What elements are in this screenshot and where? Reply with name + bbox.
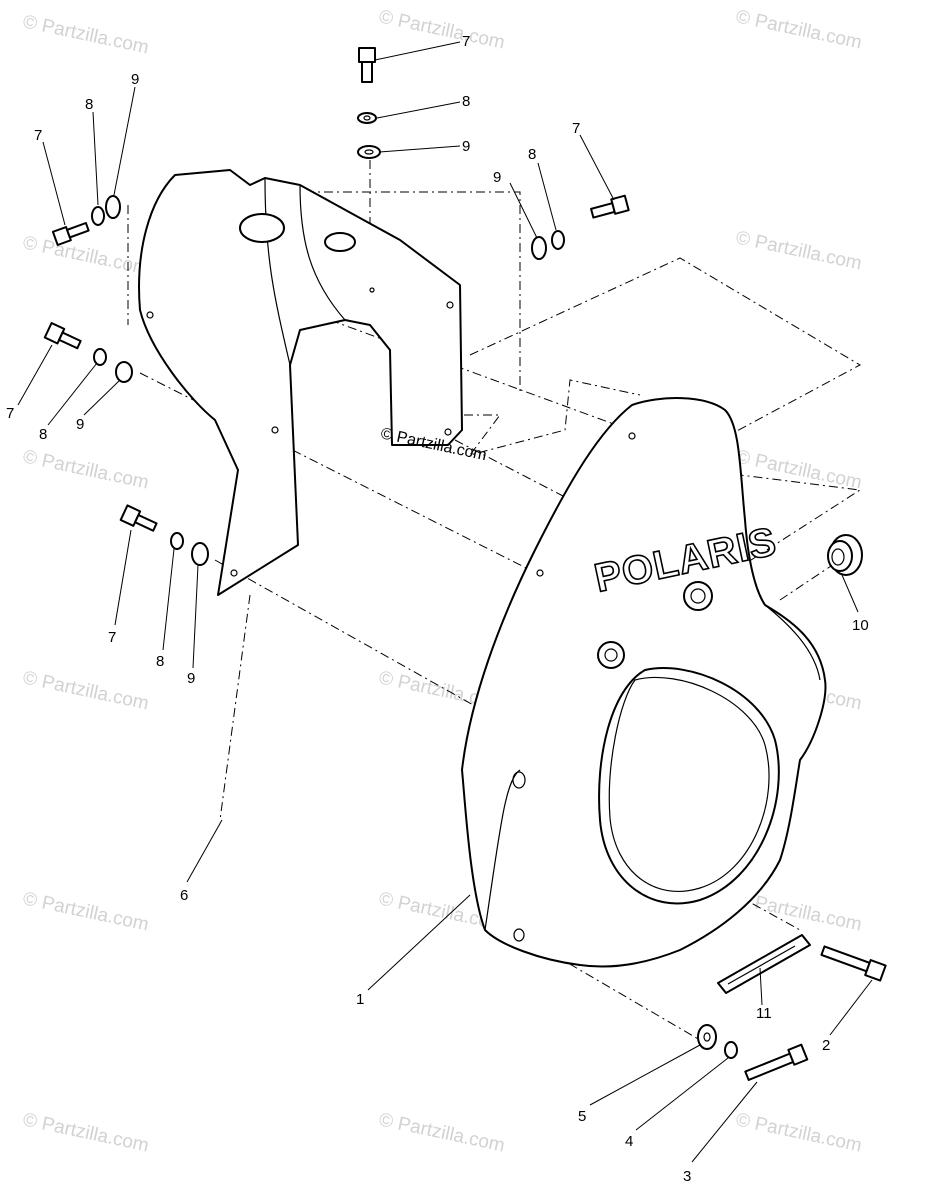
callout-7: 7 bbox=[462, 33, 470, 50]
callout-7: 7 bbox=[34, 127, 42, 144]
assembly-line bbox=[214, 559, 501, 721]
blower-housing: POLARIS bbox=[461, 397, 827, 968]
watermark: © Partzilla.com bbox=[734, 446, 864, 493]
callout-11: 11 bbox=[756, 1005, 772, 1022]
watermark: © Partzilla.com bbox=[21, 446, 151, 493]
callout-9: 9 bbox=[131, 71, 139, 88]
watermark: © Partzilla.com bbox=[734, 6, 864, 53]
callout-6: 6 bbox=[180, 887, 188, 904]
grommet-10 bbox=[827, 534, 863, 576]
assembly-line bbox=[219, 594, 251, 821]
watermark: © Partzilla.com bbox=[21, 888, 151, 935]
callout-8: 8 bbox=[156, 653, 164, 670]
assembly-line bbox=[445, 379, 641, 456]
callout-5: 5 bbox=[578, 1108, 586, 1125]
bolt-7-right bbox=[590, 194, 630, 219]
strap-11 bbox=[717, 934, 811, 994]
bolt-3 bbox=[744, 1043, 809, 1081]
bolt-2 bbox=[820, 945, 887, 982]
watermark: © Partzilla.com bbox=[734, 1109, 864, 1156]
bolt-7-low bbox=[119, 504, 158, 532]
assembly-line bbox=[779, 559, 841, 601]
leader-lines bbox=[17, 41, 873, 1163]
callout-7: 7 bbox=[6, 405, 14, 422]
callout-8: 8 bbox=[39, 426, 47, 443]
callout-labels: 7 8 9 7 8 9 9 8 7 7 8 9 7 8 9 10 6 1 11 … bbox=[6, 33, 869, 1185]
callout-8: 8 bbox=[85, 96, 93, 113]
bolt-7-top bbox=[358, 47, 376, 83]
assembly-line bbox=[469, 257, 862, 441]
callout-9: 9 bbox=[493, 169, 501, 186]
watermark: © Partzilla.com bbox=[734, 227, 864, 274]
callout-4: 4 bbox=[625, 1133, 633, 1150]
watermark: © Partzilla.com bbox=[377, 6, 507, 53]
assembly-line bbox=[519, 934, 701, 1041]
callout-7: 7 bbox=[108, 629, 116, 646]
assembly-line bbox=[305, 191, 521, 395]
watermark: © Partzilla.com bbox=[21, 1109, 151, 1156]
bolt-7-left bbox=[51, 222, 90, 246]
callout-9: 9 bbox=[187, 670, 195, 687]
callout-9: 9 bbox=[76, 416, 84, 433]
watermark: © Partzilla.com bbox=[377, 1109, 507, 1156]
callout-3: 3 bbox=[683, 1168, 691, 1185]
watermark: © Partzilla.com bbox=[21, 232, 151, 279]
callout-2: 2 bbox=[822, 1037, 830, 1054]
washers bbox=[91, 112, 738, 1059]
callout-8: 8 bbox=[462, 93, 470, 110]
assembly-line bbox=[329, 319, 631, 431]
callout-10: 10 bbox=[852, 617, 869, 634]
upper-shroud bbox=[138, 169, 463, 596]
callout-7: 7 bbox=[572, 120, 580, 137]
watermark: © Partzilla.com bbox=[21, 11, 151, 58]
watermark: © Partzilla.com bbox=[21, 667, 151, 714]
callout-9: 9 bbox=[462, 138, 470, 155]
callout-8: 8 bbox=[528, 146, 536, 163]
bolts bbox=[43, 47, 887, 1081]
callout-1: 1 bbox=[356, 991, 364, 1008]
bolt-7-mid bbox=[43, 322, 82, 350]
